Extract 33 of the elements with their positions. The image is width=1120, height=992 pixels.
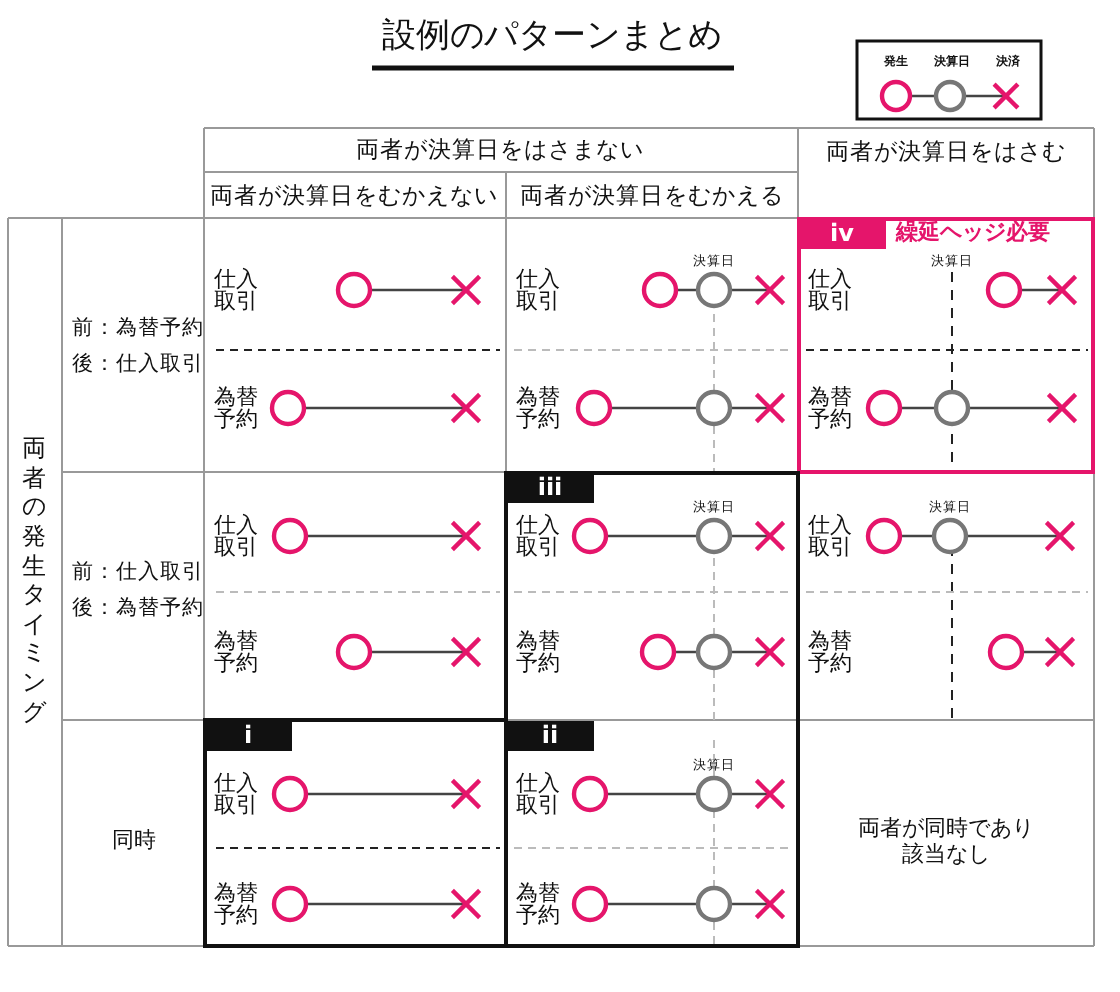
timeline-label: 為替予約 [808, 630, 852, 674]
timeline-label: 仕入取引 [214, 772, 258, 816]
timeline-label: 為替予約 [516, 386, 560, 430]
timeline-label: 為替予約 [808, 386, 852, 430]
pattern-tag: iii [506, 473, 594, 503]
timeline-label: 為替予約 [516, 882, 560, 926]
column-header: 両者が決算日をはさむ [826, 138, 1066, 166]
row-label: 前：仕入取引 [72, 559, 204, 585]
timeline-label: 仕入取引 [214, 268, 258, 312]
column-header: 両者が決算日をはさまない [356, 136, 644, 164]
timeline-label: 仕入取引 [516, 268, 560, 312]
note-text: 両者が同時であり該当なし [856, 816, 1036, 868]
timeline-label: 仕入取引 [516, 772, 560, 816]
timeline-label: 仕入取引 [516, 514, 560, 558]
title: 設例のパターンまとめ [382, 18, 722, 58]
row-label: 後：仕入取引 [72, 351, 204, 377]
pattern-tag: iv [798, 219, 886, 249]
timeline-label: 為替予約 [214, 630, 258, 674]
row-label: 前：為替予約 [72, 315, 204, 341]
column-header: 両者が決算日をむかえない [210, 182, 498, 210]
timeline-label: 仕入取引 [808, 514, 852, 558]
pattern-tag: ii [506, 721, 594, 751]
timeline-label: 為替予約 [214, 386, 258, 430]
timeline-label: 仕入取引 [808, 268, 852, 312]
row-label: 後：為替予約 [72, 595, 204, 621]
row-label: 同時 [112, 829, 156, 855]
timeline-label: 為替予約 [516, 630, 560, 674]
note-text: 繰延ヘッジ必要 [896, 221, 1050, 247]
pattern-tag: i [204, 721, 292, 751]
row-header: 両者の発生タイミング [22, 433, 46, 727]
timeline-label: 仕入取引 [214, 514, 258, 558]
column-header: 両者が決算日をむかえる [520, 182, 784, 210]
timeline-label: 為替予約 [214, 882, 258, 926]
